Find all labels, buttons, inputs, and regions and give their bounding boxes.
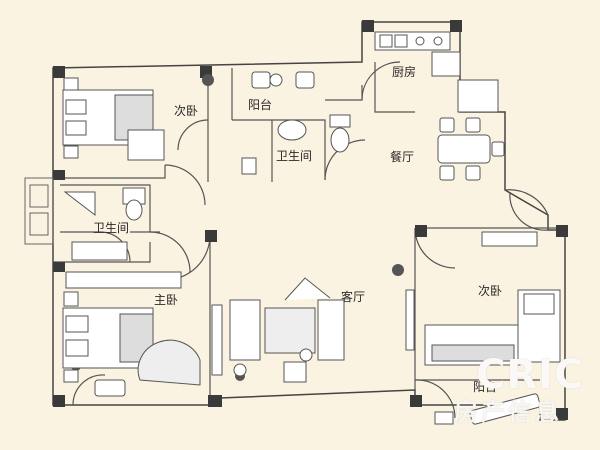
- watermark-logo: CRIC: [476, 352, 585, 398]
- room-label-living-room: 客厅: [341, 290, 366, 304]
- room-label-balcony-south: 阳台: [473, 380, 498, 394]
- room-label-bathroom-center: 卫生间: [276, 149, 313, 163]
- room-label-dining-room: 餐厅: [390, 150, 415, 164]
- room-label-balcony-north: 阳台: [248, 98, 273, 112]
- room-label-secondary-bedroom-nw: 次卧: [174, 104, 199, 118]
- room-label-secondary-bedroom-e: 次卧: [478, 284, 503, 298]
- room-label-bathroom-west: 卫生间: [93, 221, 130, 235]
- room-label-kitchen: 厨房: [392, 65, 417, 79]
- watermark-subtitle: 房产信息: [454, 398, 562, 426]
- room-label-master-bedroom: 主卧: [154, 293, 179, 307]
